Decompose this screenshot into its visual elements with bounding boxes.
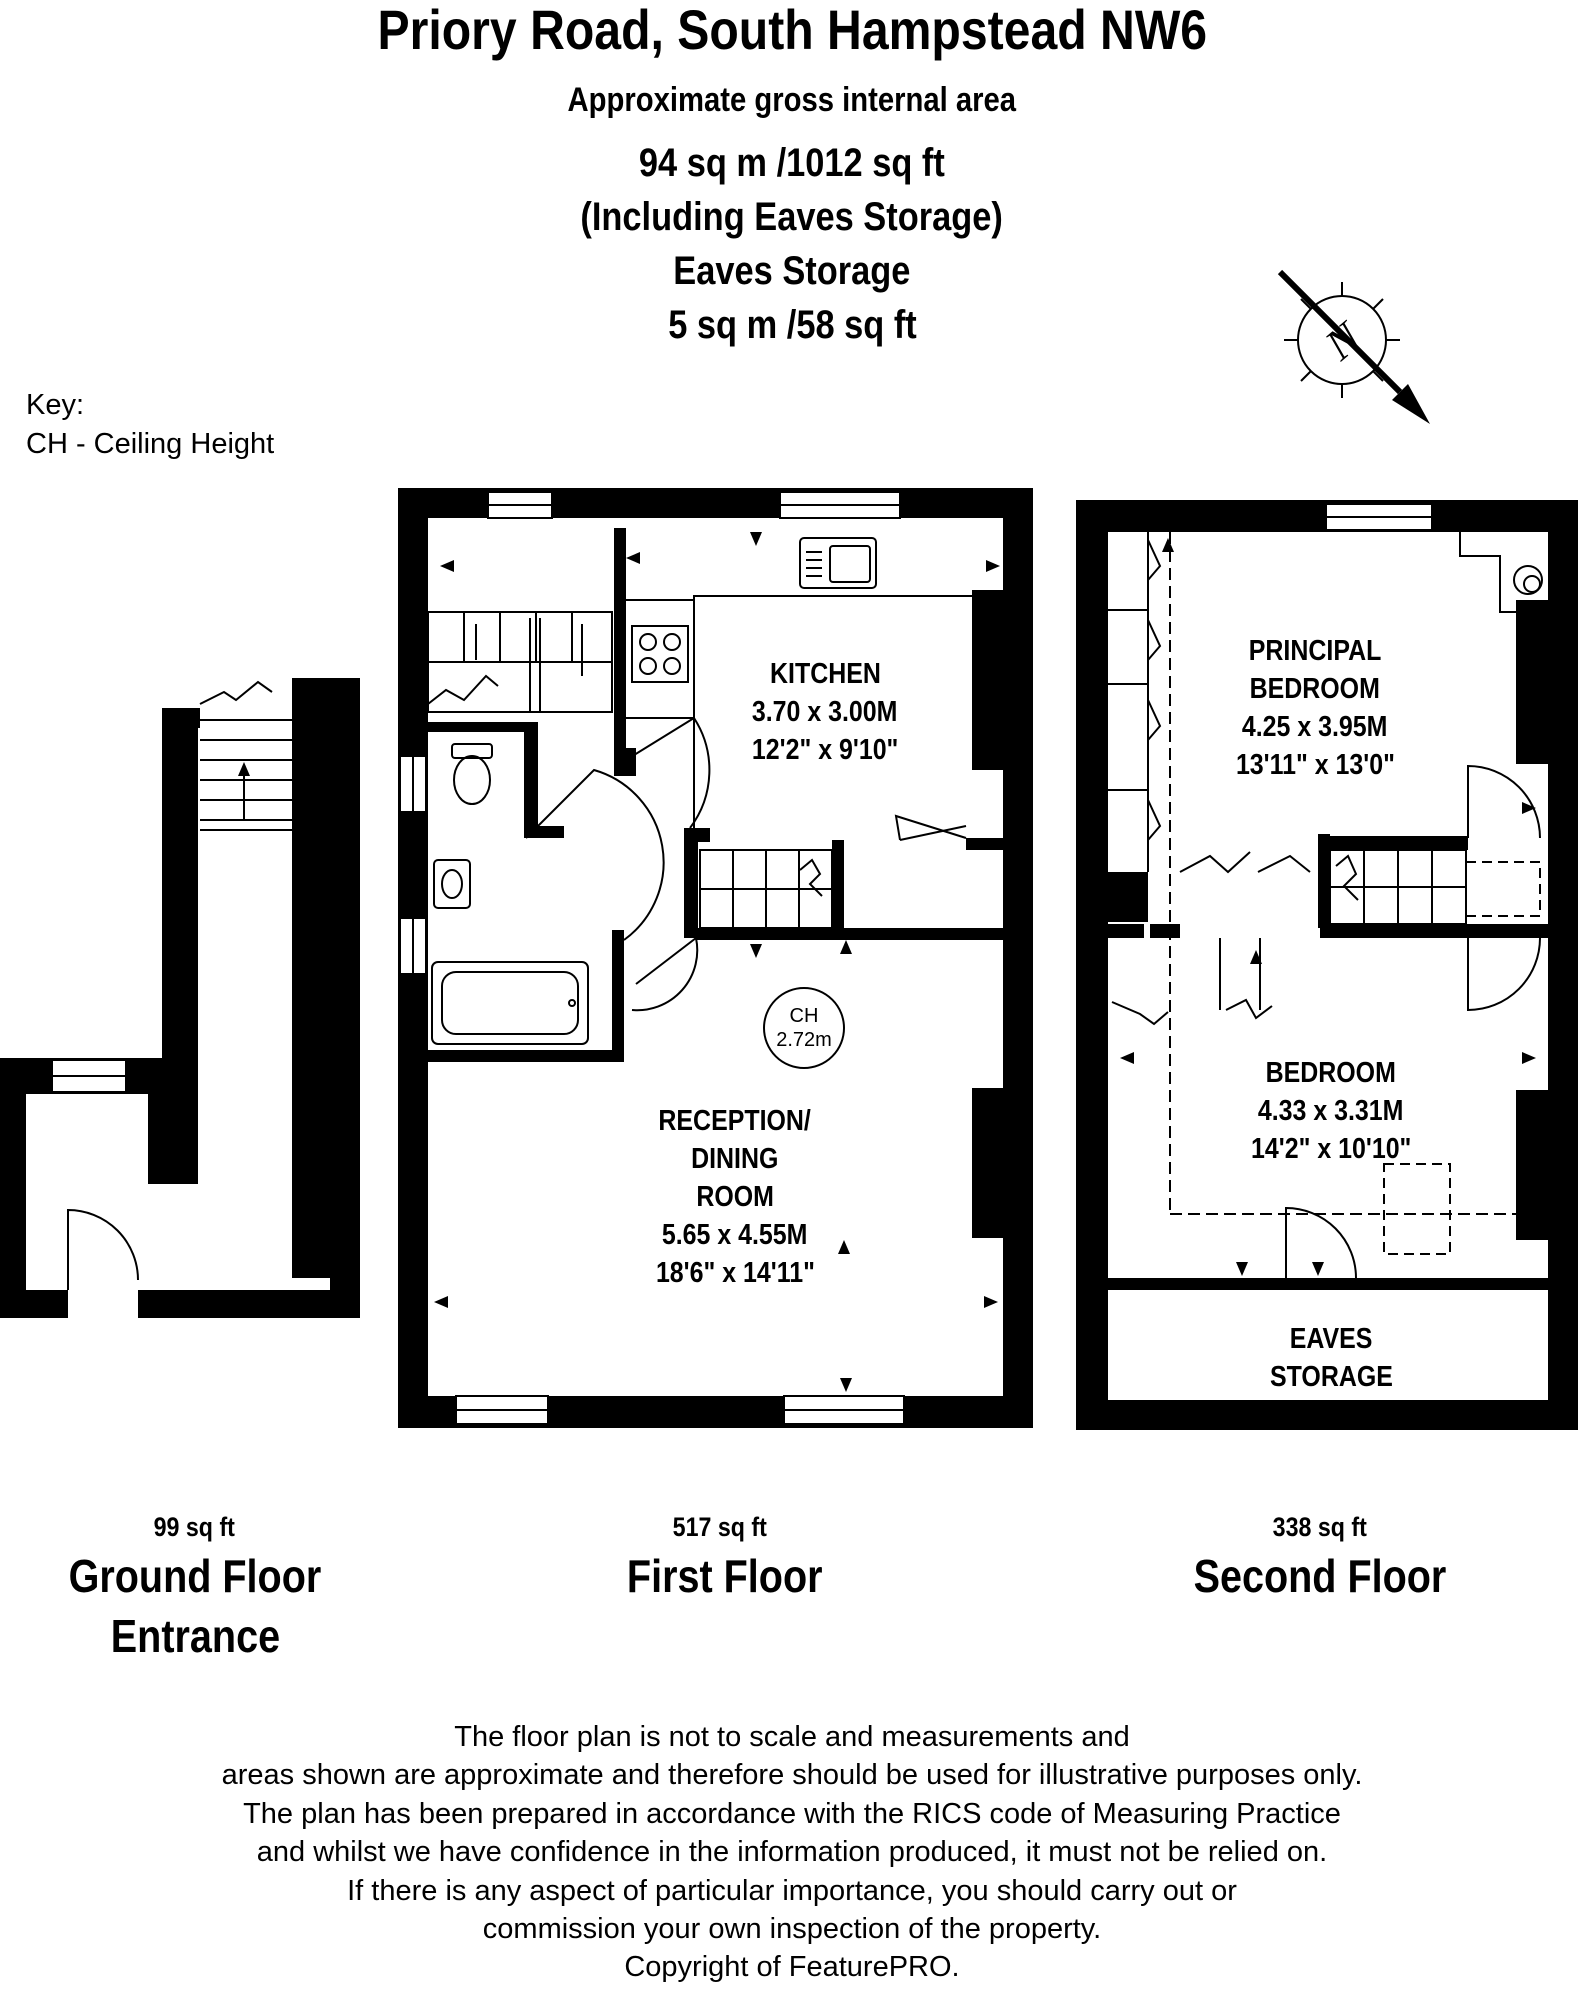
north-arrow-icon: N (1277, 269, 1430, 424)
ground-floor-area: 99 sq ft (153, 1512, 235, 1542)
room-reception: RECEPTION/ DINING ROOM 5.65 x 4.55M 18'6… (655, 1105, 815, 1289)
disclaimer-line: commission your own inspection of the pr… (482, 1913, 1102, 1946)
ground-floor-name: Ground Floor Entrance (68, 1550, 322, 1662)
first-floor-fixtures (412, 504, 972, 1411)
eaves-heading: Eaves Storage (673, 249, 911, 293)
disclaimer-line: The floor plan is not to scale and measu… (454, 1721, 1130, 1753)
ground-floor-details (51, 680, 292, 1290)
eaves-area: 5 sq m /58 sq ft (667, 303, 917, 347)
disclaimer-line: If there is any aspect of particular imp… (347, 1874, 1237, 1907)
ceiling-height-marker: CH 2.72m (776, 1005, 832, 1051)
copyright: Copyright of FeaturePRO. (624, 1951, 960, 1984)
second-floor-plan (1076, 500, 1578, 1430)
disclaimer: The floor plan is not to scale and measu… (0, 1718, 1584, 1987)
second-floor-markers (1120, 538, 1536, 1276)
first-floor-name: First Floor (627, 1550, 823, 1602)
room-principal-bedroom: PRINCIPAL BEDROOM 4.25 x 3.95M 13'11" x … (1235, 635, 1395, 781)
second-floor-fixtures (1108, 516, 1548, 1279)
first-floor-area: 517 sq ft (672, 1512, 768, 1542)
second-floor-name: Second Floor (1193, 1550, 1447, 1602)
room-bedroom: BEDROOM 4.33 x 3.31M 14'2" x 10'10" (1250, 1057, 1412, 1165)
disclaimer-line: The plan has been prepared in accordance… (243, 1797, 1341, 1830)
second-floor-area: 338 sq ft (1272, 1512, 1368, 1542)
key-ch: CH - Ceiling Height (26, 428, 275, 460)
key-heading: Key: (26, 389, 85, 421)
first-floor-markers (434, 532, 1000, 1392)
total-area: 94 sq m /1012 sq ft (639, 141, 945, 185)
key-legend: Key: CH - Ceiling Height (26, 386, 274, 464)
area-subtitle: Approximate gross internal area (567, 81, 1017, 119)
room-kitchen: KITCHEN 3.70 x 3.00M 12'2" x 9'10" (751, 658, 899, 766)
ground-floor-plan (0, 678, 360, 1318)
disclaimer-line: and whilst we have confidence in the inf… (256, 1836, 1328, 1869)
page-title: Priory Road, South Hampstead NW6 (377, 0, 1207, 61)
disclaimer-line: areas shown are approximate and therefor… (221, 1759, 1363, 1792)
room-eaves-storage: EAVES STORAGE (1269, 1323, 1393, 1393)
total-area-note: (Including Eaves Storage) (580, 195, 1004, 239)
